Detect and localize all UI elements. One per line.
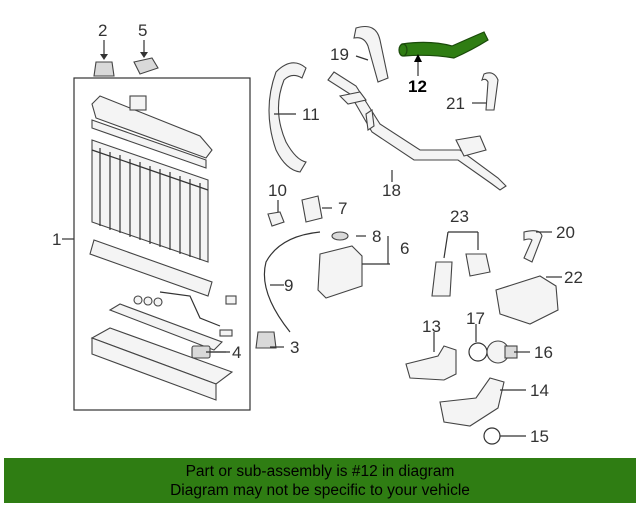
callout-12-highlighted: 12 [408,77,427,96]
radiator-lower-pipe [108,291,237,351]
callout-17: 17 [466,309,485,328]
water-outlet-13 [405,345,457,381]
gasket-17 [468,342,488,362]
callout-3: 3 [290,338,299,357]
callout-23: 23 [450,207,469,226]
coolant-reservoir [317,231,363,299]
callout-4: 4 [232,343,241,362]
callout-19: 19 [330,45,349,64]
callout-21: 21 [446,94,465,113]
callout-11: 11 [302,105,320,124]
notice-line-disclaimer: Diagram may not be specific to your vehi… [170,482,470,499]
gasket-15 [483,427,501,445]
callout-15: 15 [530,427,549,446]
radiator-assembly-frame [73,77,251,411]
callout-18: 18 [382,181,401,200]
grommet [255,331,277,349]
water-pipe-18 [327,71,507,191]
reservoir-bracket [301,195,323,223]
callout-16: 16 [534,343,553,362]
callout-2: 2 [98,21,107,40]
hose-clamp [267,211,285,227]
gasket-23-right [465,253,491,277]
callout-13: 13 [422,317,441,336]
hose-20 [523,230,543,263]
callout-9: 9 [284,276,293,295]
callout-10: 10 [268,181,287,200]
callout-8: 8 [372,227,381,246]
radiator-core [91,139,209,263]
radiator-cap-2 [93,40,115,77]
gasket-23-left [431,261,453,297]
callout-22: 22 [564,268,583,287]
upper-radiator-hose [268,62,307,173]
callout-20: 20 [556,223,575,242]
hose-19 [353,25,389,83]
leader-lines [62,55,562,437]
overflow-hose [263,231,321,333]
callout-14: 14 [530,381,549,400]
hose-21 [481,72,499,111]
radiator-upper-tank [91,95,213,169]
callout-7: 7 [338,199,347,218]
callout-6: 6 [400,239,409,258]
radiator-lower-seal [89,239,213,297]
water-inlet-14 [439,377,505,427]
parts-diagram: 1 2 3 4 5 6 7 8 9 10 11 12 13 14 15 16 1… [52,21,583,446]
callout-1: 1 [52,230,61,249]
water-outlet-housing [495,275,559,325]
notice-line-part: Part or sub-assembly is #12 in diagram [185,463,455,480]
callout-5: 5 [138,21,147,40]
highlight-notice-banner: Part or sub-assembly is #12 in diagram D… [4,458,636,503]
radiator-lower-tank [90,327,234,401]
thermostat [486,340,518,364]
radiator-cap-5 [133,40,159,75]
highlighted-hose-12 [401,31,489,59]
